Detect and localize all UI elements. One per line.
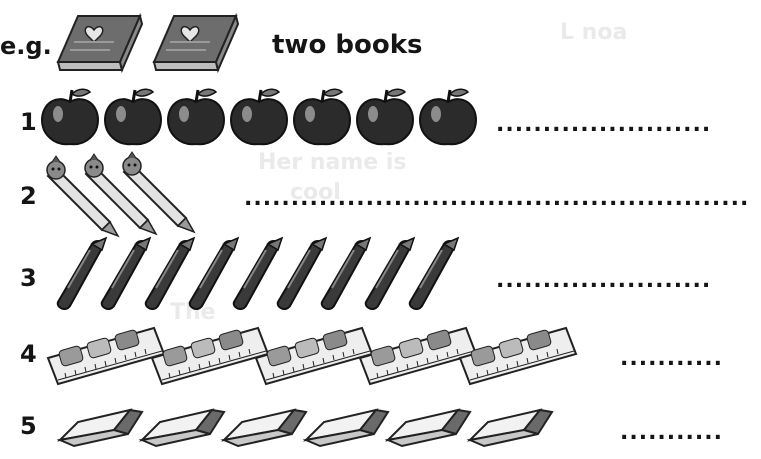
pen-icon	[364, 237, 415, 310]
row-number: 5	[20, 412, 37, 440]
apple-icon	[166, 87, 226, 146]
pen-icon	[232, 237, 283, 310]
pens-group	[56, 237, 459, 310]
apple-icon	[355, 87, 415, 146]
eraser-icon	[387, 409, 471, 447]
row-number: 3	[20, 264, 37, 292]
eraser-icon	[59, 409, 143, 447]
answer-line[interactable]: ...........	[620, 346, 723, 371]
bleed-text: L noa	[560, 20, 628, 45]
pencils-group	[46, 151, 195, 237]
pen-icon	[276, 237, 327, 310]
answer-line[interactable]: .......................	[496, 112, 712, 137]
pen-icon	[320, 237, 371, 310]
ruler-icon	[47, 327, 165, 385]
bleed-text: Her name is	[258, 150, 407, 175]
pen-icon	[100, 237, 151, 310]
answer-line[interactable]: .......................	[496, 268, 712, 293]
apple-icon	[103, 87, 163, 146]
answer-line[interactable]: ........................................…	[244, 186, 750, 211]
book-icon	[56, 12, 144, 74]
apple-icon	[292, 87, 352, 146]
example-books	[56, 12, 240, 74]
answer-line[interactable]: ...........	[620, 420, 723, 445]
example-label: e.g.	[0, 32, 52, 60]
rulers-group	[47, 327, 577, 385]
pen-icon	[144, 237, 195, 310]
pen-icon	[408, 237, 459, 310]
apple-icon	[40, 87, 100, 146]
pen-icon	[188, 237, 239, 310]
ruler-icon	[359, 327, 477, 385]
eraser-icon	[223, 409, 307, 447]
row-number: 1	[20, 108, 37, 136]
apples-group	[40, 87, 478, 146]
eraser-icon	[305, 409, 389, 447]
row-number: 4	[20, 340, 37, 368]
eraser-icon	[469, 409, 553, 447]
example-answer: two books	[272, 30, 423, 60]
ruler-icon	[151, 327, 269, 385]
ruler-icon	[459, 327, 577, 385]
pen-icon	[56, 237, 107, 310]
apple-icon	[418, 87, 478, 146]
ruler-icon	[255, 327, 373, 385]
row-number: 2	[20, 182, 37, 210]
eraser-icon	[141, 409, 225, 447]
bleed-text: cool	[290, 180, 341, 205]
apple-icon	[229, 87, 289, 146]
erasers-group	[59, 409, 553, 447]
book-icon	[152, 12, 240, 74]
